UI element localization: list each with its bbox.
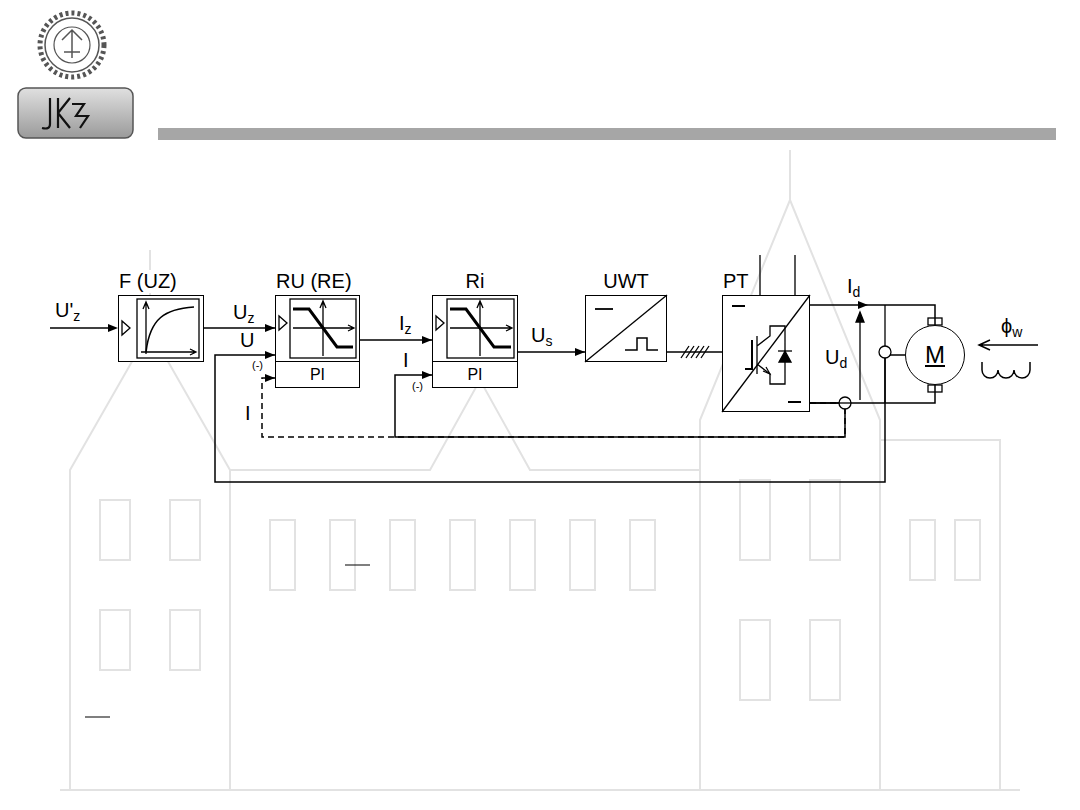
motor-symbol: M	[905, 325, 965, 385]
block-title: PT	[722, 270, 750, 293]
university-seal	[40, 13, 104, 77]
signal-connector	[667, 352, 722, 353]
block-title: F (UZ)	[118, 270, 178, 293]
connector-line	[667, 351, 722, 353]
signal-name: I	[244, 402, 252, 425]
signal-name: Us	[530, 324, 553, 349]
subscript: z	[247, 310, 254, 326]
signal-name: Iz	[398, 312, 413, 337]
signal-name: U	[239, 329, 255, 352]
arrow-head	[265, 374, 275, 382]
controller-type: PI	[276, 361, 359, 387]
subscript: s	[545, 333, 552, 349]
header-bar	[158, 128, 1056, 140]
modulator-block: UWT	[585, 295, 667, 362]
subscript: d	[839, 355, 847, 371]
controller-block: RiPI	[432, 295, 518, 388]
signal-name: Uz	[232, 301, 255, 326]
controller-type: PI	[433, 361, 517, 387]
residual-mark	[85, 565, 370, 717]
institute-logo	[18, 88, 133, 138]
signal-connector	[810, 301, 935, 325]
motor-letter: M	[925, 342, 945, 368]
connector-line	[215, 355, 905, 482]
arrow-head	[265, 351, 275, 359]
connector-line	[360, 339, 432, 341]
arrow-head	[265, 324, 275, 332]
signal-name: I	[402, 349, 410, 372]
building-watermark	[60, 150, 1020, 790]
signal-name: U'z	[54, 299, 81, 324]
sign-mark: (-)	[251, 359, 264, 372]
subscript: z	[73, 308, 80, 324]
flux-symbol: ϕw	[1000, 315, 1023, 340]
block-symbols	[122, 255, 1038, 412]
signal-connector	[215, 351, 905, 482]
arrow-head	[422, 371, 432, 379]
connector-line	[395, 375, 845, 437]
arrow-head	[858, 301, 868, 309]
input-line	[50, 324, 118, 332]
arrow-head	[422, 336, 432, 344]
subscript: w	[1012, 324, 1022, 340]
connector-line	[810, 385, 935, 403]
measurement-terminals	[839, 346, 891, 409]
function-block: F (UZ)	[118, 295, 204, 362]
controller-block: RU (RE)PI	[275, 295, 360, 388]
block-title: UWT	[602, 270, 650, 293]
signal-connector	[262, 374, 845, 437]
connector-line	[810, 305, 935, 325]
signal-connector	[810, 385, 935, 403]
connector-line	[262, 378, 845, 437]
signal-connector	[518, 348, 585, 356]
connector-line	[518, 351, 585, 353]
block-title: RU (RE)	[275, 270, 353, 293]
block-fills	[118, 295, 810, 412]
block-title: Ri	[465, 270, 486, 293]
sign-mark: (-)	[411, 380, 424, 393]
converter-block: PT	[722, 295, 810, 412]
signal-name: Ud	[824, 346, 848, 371]
signal-connector	[360, 336, 432, 344]
signal-connector	[395, 371, 845, 437]
subscript: z	[405, 321, 412, 337]
signal-name: Id	[846, 275, 861, 300]
arrow-head	[575, 348, 585, 356]
subscript: d	[853, 284, 861, 300]
